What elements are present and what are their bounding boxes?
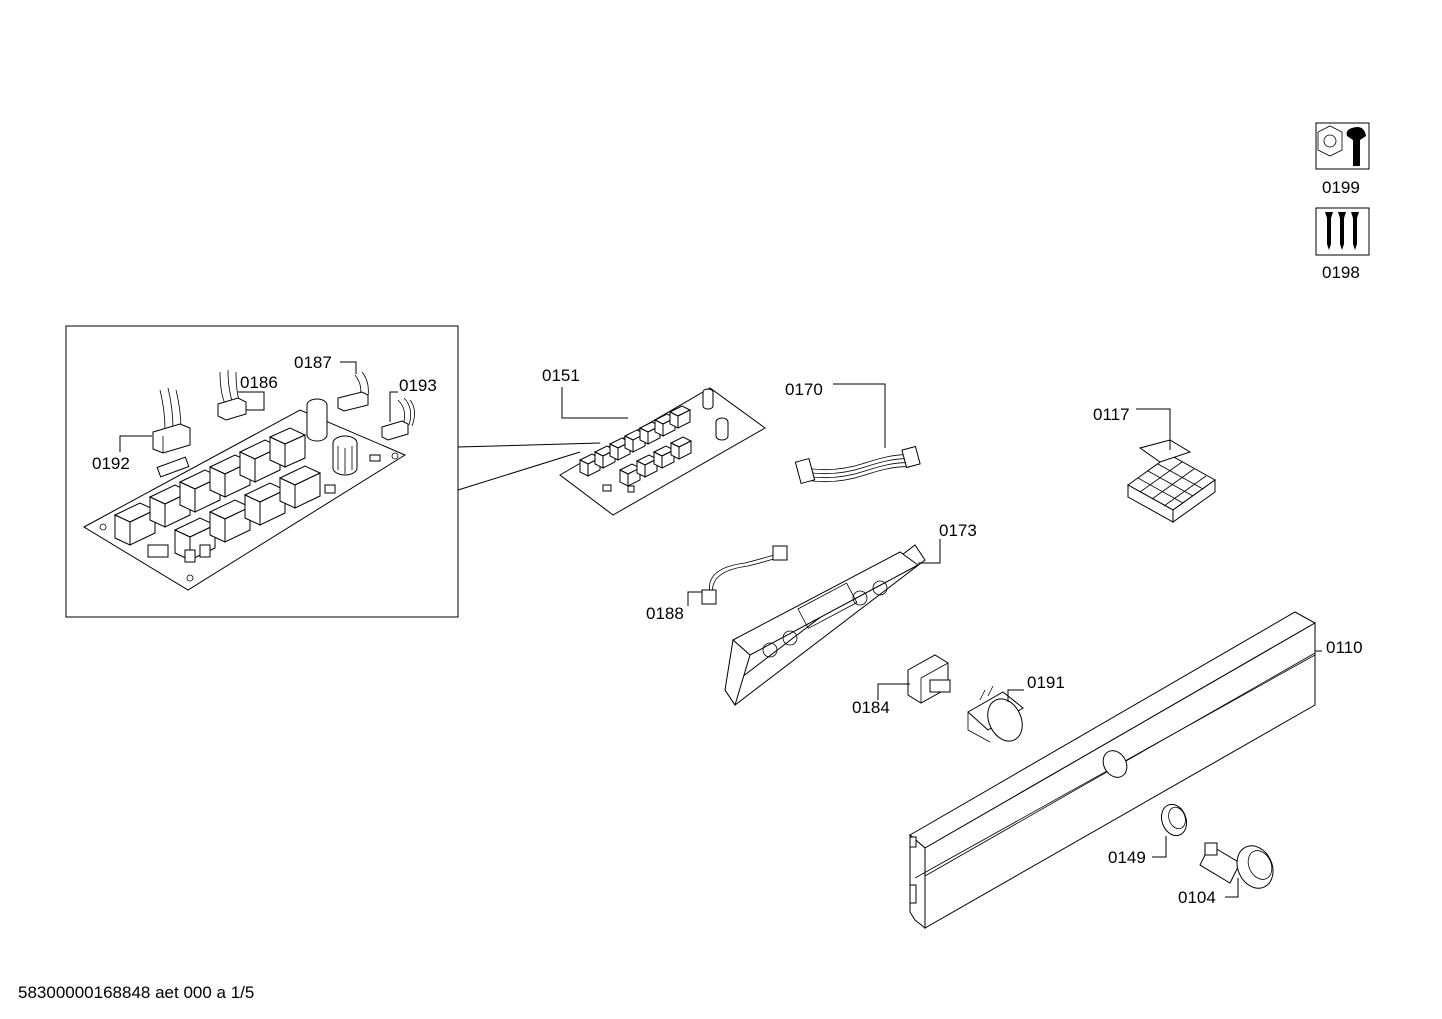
knob-0104: [1199, 842, 1274, 889]
wrench-nut-icon: [1315, 122, 1370, 170]
label-0151: 0151: [542, 366, 580, 385]
connector-0186: [217, 369, 247, 421]
label-0198: 0198: [1322, 263, 1360, 282]
label-0193: 0193: [399, 376, 437, 395]
label-0110: 0110: [1326, 638, 1363, 657]
detail-inset: [65, 325, 601, 618]
label-0117: 0117: [1093, 405, 1130, 424]
knob-0191: [967, 685, 1024, 743]
cable-0188: [701, 545, 788, 605]
label-0170: 0170: [785, 380, 823, 399]
pcb-0151: [559, 387, 766, 516]
cable-0170: [794, 445, 921, 485]
label-0184: 0184: [852, 698, 890, 717]
holder-0173: [724, 544, 926, 707]
label-0199: 0199: [1322, 178, 1360, 197]
ring-0149: [1160, 803, 1188, 837]
document-id: 58300000168848 aet 000 a 1/5: [18, 983, 254, 1002]
label-0191: 0191: [1027, 673, 1065, 692]
label-0188: 0188: [646, 604, 684, 623]
heatsink-0117: [1127, 439, 1216, 523]
label-0104: 0104: [1178, 888, 1216, 907]
label-0187: 0187: [294, 353, 332, 372]
switch-0184: [907, 654, 951, 704]
pcb-enlarged: [82, 398, 407, 591]
panel-0110: [909, 611, 1317, 930]
label-0149: 0149: [1108, 848, 1146, 867]
connector-0193: [381, 397, 415, 441]
label-0192: 0192: [92, 454, 130, 473]
label-0186: 0186: [240, 373, 278, 392]
label-0173: 0173: [939, 521, 977, 540]
screws-icon: [1315, 207, 1370, 256]
connector-0187: [337, 371, 369, 412]
connector-0192: [152, 387, 191, 478]
